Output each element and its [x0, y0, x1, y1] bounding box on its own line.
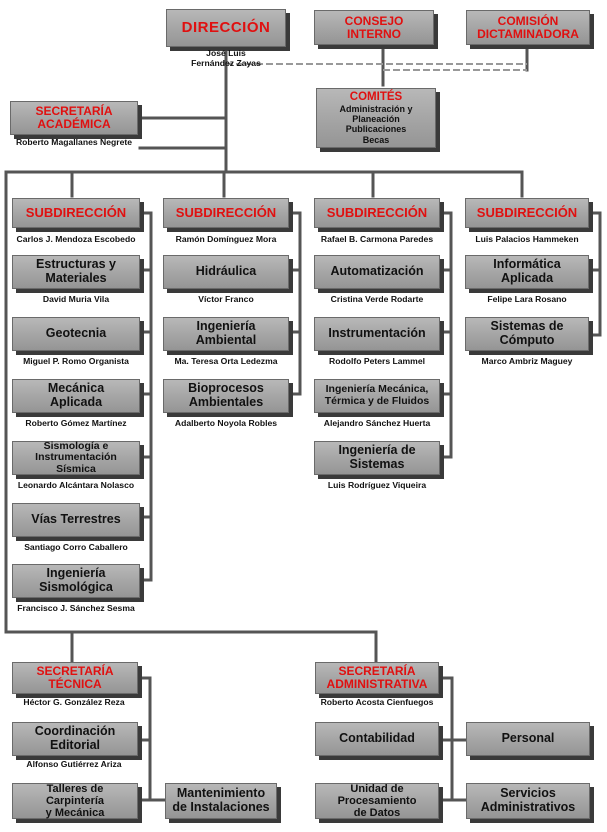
subdireccion-title: SUBDIRECCIÓN — [326, 205, 428, 221]
coordinacion-editorial-box[interactable]: Coordinación Editorial — [12, 722, 138, 756]
secretaria-tecnica-box[interactable]: SECRETARÍA TÉCNICA — [12, 662, 138, 694]
unit-person: Ma. Teresa Orta Ledezma — [174, 356, 278, 366]
comision-dictaminadora-box[interactable]: COMISIÓN DICTAMINADORA — [466, 10, 590, 45]
consejo-interno-box[interactable]: CONSEJO INTERNO — [314, 10, 434, 45]
direccion-person: José Luis Fernández Zayas — [191, 48, 261, 68]
subdireccion-1-person: Carlos J. Mendoza Escobedo — [16, 234, 136, 244]
unit-person: Francisco J. Sánchez Sesma — [17, 603, 135, 613]
unit-label: Ambientales — [188, 395, 264, 409]
secretaria-academica-box[interactable]: SECRETARÍA ACADÉMICA — [10, 101, 138, 135]
unit-label: Vías Terrestres — [31, 512, 121, 527]
secretaria-administrativa-person: Roberto Acosta Cienfuegos — [320, 697, 434, 707]
unit-person: Adalberto Noyola Robles — [174, 418, 278, 428]
unit-box[interactable]: Instrumentación — [314, 317, 440, 351]
unit-label: Instrumentación — [328, 326, 426, 341]
unit-box[interactable]: Automatización — [314, 255, 440, 289]
unit-label: Estructuras y — [36, 257, 116, 272]
unit-label: Automatización — [330, 264, 424, 279]
subdireccion-2-person: Ramón Domínguez Mora — [175, 234, 277, 244]
subdireccion-title: SUBDIRECCIÓN — [175, 205, 277, 221]
comites-box[interactable]: COMITÉS Administración y Planeación Publ… — [316, 88, 436, 148]
unit-person: Alejandro Sánchez Huerta — [323, 418, 431, 428]
direccion-title: DIRECCIÓN — [181, 19, 271, 37]
unit-label: Materiales — [45, 271, 107, 285]
servicios-administrativos-box[interactable]: Servicios Administrativos — [466, 783, 590, 819]
unit-label: Sistemas — [349, 457, 405, 471]
unit-label: Ingeniería — [46, 566, 106, 581]
unit-label: Ambiental — [195, 333, 257, 347]
unit-person: Roberto Gómez Martínez — [25, 418, 127, 428]
unit-person: Felipe Lara Rosano — [487, 294, 567, 304]
subdireccion-3-box[interactable]: SUBDIRECCIÓN — [314, 198, 440, 228]
unit-person: Víctor Franco — [198, 294, 254, 304]
unit-label: Sismológica — [39, 580, 113, 594]
unit-label: Aplicada — [500, 271, 554, 285]
secretaria-administrativa-box[interactable]: SECRETARÍA ADMINISTRATIVA — [315, 662, 439, 694]
personal-box[interactable]: Personal — [466, 722, 590, 756]
unit-person: Santiago Corro Caballero — [24, 542, 128, 552]
mantenimiento-box[interactable]: Mantenimiento de Instalaciones — [165, 783, 277, 819]
unit-label: Ingeniería de — [338, 443, 416, 458]
unit-box[interactable]: Ingeniería Mecánica,Térmica y de Fluidos — [314, 379, 440, 413]
unit-label: Aplicada — [49, 395, 103, 409]
unit-person: Cristina Verde Rodarte — [330, 294, 424, 304]
unit-person: Rodolfo Peters Lammel — [329, 356, 425, 366]
unit-label: Sistemas de — [490, 319, 564, 334]
unit-label: Geotecnia — [45, 326, 107, 341]
subdireccion-title: SUBDIRECCIÓN — [25, 205, 127, 221]
unit-label: Mecánica — [47, 381, 105, 396]
subdireccion-1-box[interactable]: SUBDIRECCIÓN — [12, 198, 140, 228]
unit-label: Ingeniería Mecánica, — [325, 383, 429, 396]
subdireccion-title: SUBDIRECCIÓN — [476, 205, 578, 221]
unit-label: Ingeniería — [196, 319, 256, 334]
subdireccion-4-box[interactable]: SUBDIRECCIÓN — [465, 198, 589, 228]
unit-label: Térmica y de Fluidos — [324, 395, 430, 407]
contabilidad-box[interactable]: Contabilidad — [315, 722, 439, 756]
unidad-procesamiento-box[interactable]: Unidad de Procesamiento de Datos — [315, 783, 439, 819]
unit-box[interactable]: Hidráulica — [163, 255, 289, 289]
unit-box[interactable]: Vías Terrestres — [12, 503, 140, 537]
unit-person: David Muria Vila — [42, 294, 110, 304]
unit-label: Sismología e — [43, 439, 109, 452]
secretaria-academica-person: Roberto Magallanes Negrete — [15, 137, 133, 147]
unit-label: Cómputo — [499, 333, 555, 347]
subdireccion-4-person: Luis Palacios Hammeken — [475, 234, 579, 244]
subdireccion-3-person: Rafael B. Carmona Paredes — [320, 234, 434, 244]
unit-person: Miguel P. Romo Organista — [23, 356, 129, 366]
unit-label: Informática — [493, 257, 561, 272]
unit-person: Luis Rodríguez Viqueira — [327, 480, 427, 490]
talleres-box[interactable]: Talleres de Carpintería y Mecánica — [12, 783, 138, 819]
unit-person: Leonardo Alcántara Nolasco — [17, 480, 135, 490]
subdireccion-2-box[interactable]: SUBDIRECCIÓN — [163, 198, 289, 228]
unit-label: Bioprocesos — [188, 381, 264, 396]
coordinacion-editorial-person: Alfonso Gutiérrez Ariza — [26, 759, 122, 769]
unit-box[interactable]: Geotecnia — [12, 317, 140, 351]
secretaria-tecnica-person: Héctor G. González Reza — [23, 697, 125, 707]
unit-person: Marco Ambriz Maguey — [481, 356, 573, 366]
unit-label: Hidráulica — [195, 264, 257, 279]
direccion-box[interactable]: DIRECCIÓN — [166, 9, 286, 47]
unit-label: Instrumentación Sísmica — [35, 451, 117, 475]
